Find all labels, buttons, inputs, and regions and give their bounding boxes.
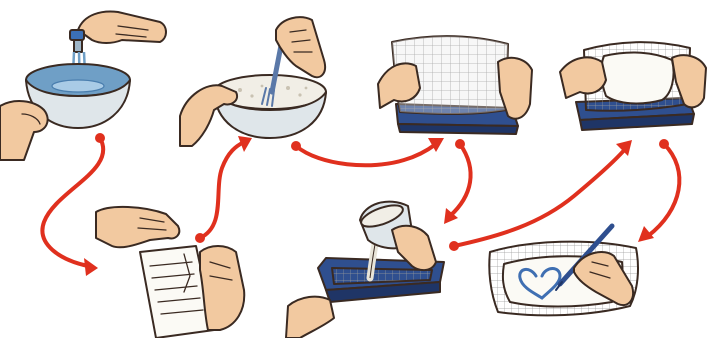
- arrow-bowl-to-tearing: [42, 133, 105, 276]
- step-lift-screen-mesh: [378, 36, 532, 134]
- arrow-tearing-to-mashing: [195, 136, 252, 243]
- hand-holding-bowl: [0, 101, 48, 160]
- pulp-sheet: [601, 53, 673, 104]
- hand-gripping-fork: [276, 17, 325, 77]
- step-draw-on-dried-paper: [489, 226, 638, 315]
- arrow-mashing-to-mesh: [291, 138, 444, 165]
- left-hand-tearing: [96, 207, 179, 247]
- hand-holding-deckle: [286, 297, 334, 338]
- arrow-pressing-to-drawing: [638, 139, 679, 242]
- step-tear-paper-into-pieces: [96, 207, 244, 338]
- step-pour-pulp-onto-screen: [286, 201, 444, 338]
- hand-on-faucet: [78, 12, 166, 43]
- arrow-mesh-to-pouring: [444, 139, 471, 224]
- faucet-icon: [70, 30, 84, 40]
- step-fill-bowl-with-water: [0, 12, 166, 160]
- step-press-sheet-on-mould: [560, 42, 706, 130]
- step-mash-pulp-with-fork: [180, 17, 326, 146]
- right-hand-tearing: [200, 246, 244, 330]
